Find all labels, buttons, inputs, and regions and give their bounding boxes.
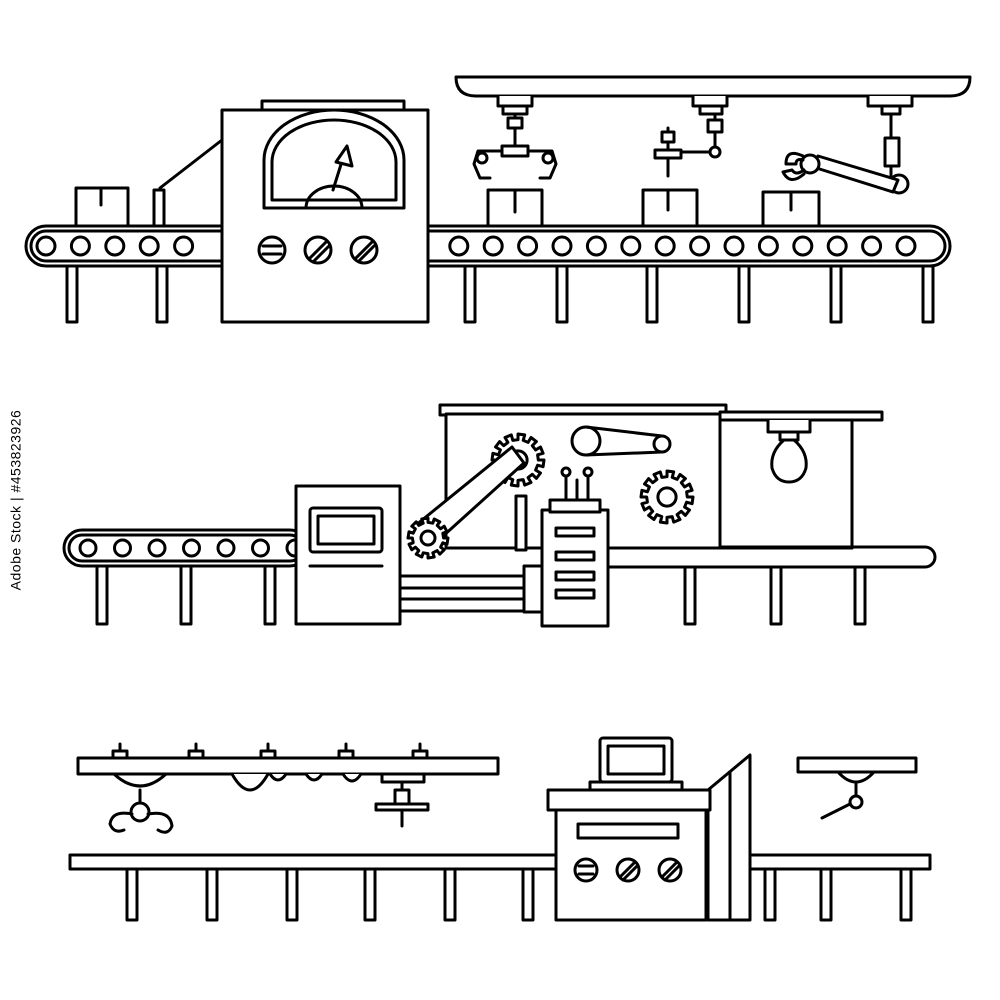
conveyor-legs bbox=[95, 564, 277, 626]
roller bbox=[895, 235, 917, 257]
roller bbox=[620, 235, 642, 257]
leg bbox=[65, 264, 79, 324]
leg bbox=[155, 264, 169, 324]
roller bbox=[826, 235, 848, 257]
roller bbox=[517, 235, 539, 257]
box-gripped bbox=[486, 188, 544, 228]
screen-cabinet bbox=[294, 484, 402, 626]
leg bbox=[853, 565, 867, 626]
leg bbox=[263, 564, 277, 626]
conveyor-line-bottom bbox=[68, 736, 932, 922]
leg bbox=[763, 867, 777, 922]
box-right bbox=[761, 190, 821, 228]
roller bbox=[104, 235, 126, 257]
workbench-legs bbox=[125, 867, 913, 922]
roller bbox=[551, 235, 573, 257]
conveyor-line-middle bbox=[62, 403, 937, 628]
leg bbox=[819, 867, 833, 922]
leg bbox=[285, 867, 299, 922]
roller bbox=[69, 235, 91, 257]
claw-gripper-icon bbox=[108, 788, 174, 834]
leg bbox=[95, 564, 109, 626]
small-overhead-rail bbox=[796, 756, 918, 820]
leg bbox=[769, 565, 783, 626]
roller bbox=[35, 235, 57, 257]
roller bbox=[182, 538, 201, 558]
gear-arm bbox=[398, 445, 542, 613]
overhead-rail bbox=[454, 75, 972, 98]
overhead-rail-with-tools bbox=[76, 742, 500, 834]
roller bbox=[173, 235, 195, 257]
roller bbox=[482, 235, 504, 257]
mount-dome bbox=[112, 772, 168, 788]
roller bbox=[757, 235, 779, 257]
box-left bbox=[74, 186, 130, 228]
leg bbox=[125, 867, 139, 922]
conveyor-belt-inner bbox=[29, 229, 947, 263]
leg bbox=[205, 867, 219, 922]
leg bbox=[645, 264, 659, 324]
platform-legs bbox=[683, 565, 867, 626]
leg bbox=[463, 264, 477, 324]
leg bbox=[555, 264, 569, 324]
gear-icon bbox=[406, 516, 450, 560]
conveyor-legs bbox=[65, 264, 935, 324]
leg bbox=[179, 564, 193, 626]
conveyor-line-top bbox=[24, 75, 972, 324]
leg bbox=[921, 264, 935, 324]
leg bbox=[363, 867, 377, 922]
robot-arm-right bbox=[781, 94, 914, 195]
leg bbox=[829, 264, 843, 324]
control-cabinet bbox=[158, 99, 430, 324]
conveyor-rollers bbox=[35, 235, 917, 257]
roller bbox=[448, 235, 470, 257]
roller bbox=[251, 538, 270, 558]
roller bbox=[723, 235, 745, 257]
leg bbox=[683, 565, 697, 626]
leg bbox=[521, 867, 535, 922]
roller bbox=[585, 235, 607, 257]
workbench bbox=[68, 853, 932, 871]
roller bbox=[861, 235, 883, 257]
roller bbox=[216, 538, 236, 558]
robot-arm-middle bbox=[653, 94, 729, 178]
roller bbox=[689, 235, 711, 257]
leg bbox=[737, 264, 751, 324]
cabinet-knobs bbox=[257, 235, 379, 265]
light-bulb-icon bbox=[766, 418, 812, 484]
box-middle bbox=[641, 188, 699, 228]
roller bbox=[113, 538, 132, 558]
belt-drive bbox=[570, 425, 672, 457]
drill-tool-icon bbox=[374, 772, 430, 828]
leg bbox=[899, 867, 913, 922]
console-knobs bbox=[573, 857, 683, 883]
roller bbox=[78, 538, 98, 558]
monitor-console bbox=[546, 736, 752, 922]
robot-gripper-left bbox=[472, 94, 558, 180]
roller bbox=[138, 235, 160, 257]
roller bbox=[792, 235, 814, 257]
conveyor-rollers bbox=[78, 538, 305, 558]
control-panel bbox=[522, 466, 610, 628]
box-small-post bbox=[152, 188, 166, 228]
leg bbox=[443, 867, 457, 922]
roller bbox=[654, 235, 676, 257]
roller bbox=[147, 538, 167, 558]
gear-icon bbox=[639, 469, 695, 525]
platform-rail bbox=[573, 545, 937, 569]
gauge-icon bbox=[262, 108, 406, 210]
rail-bolts bbox=[111, 742, 429, 760]
